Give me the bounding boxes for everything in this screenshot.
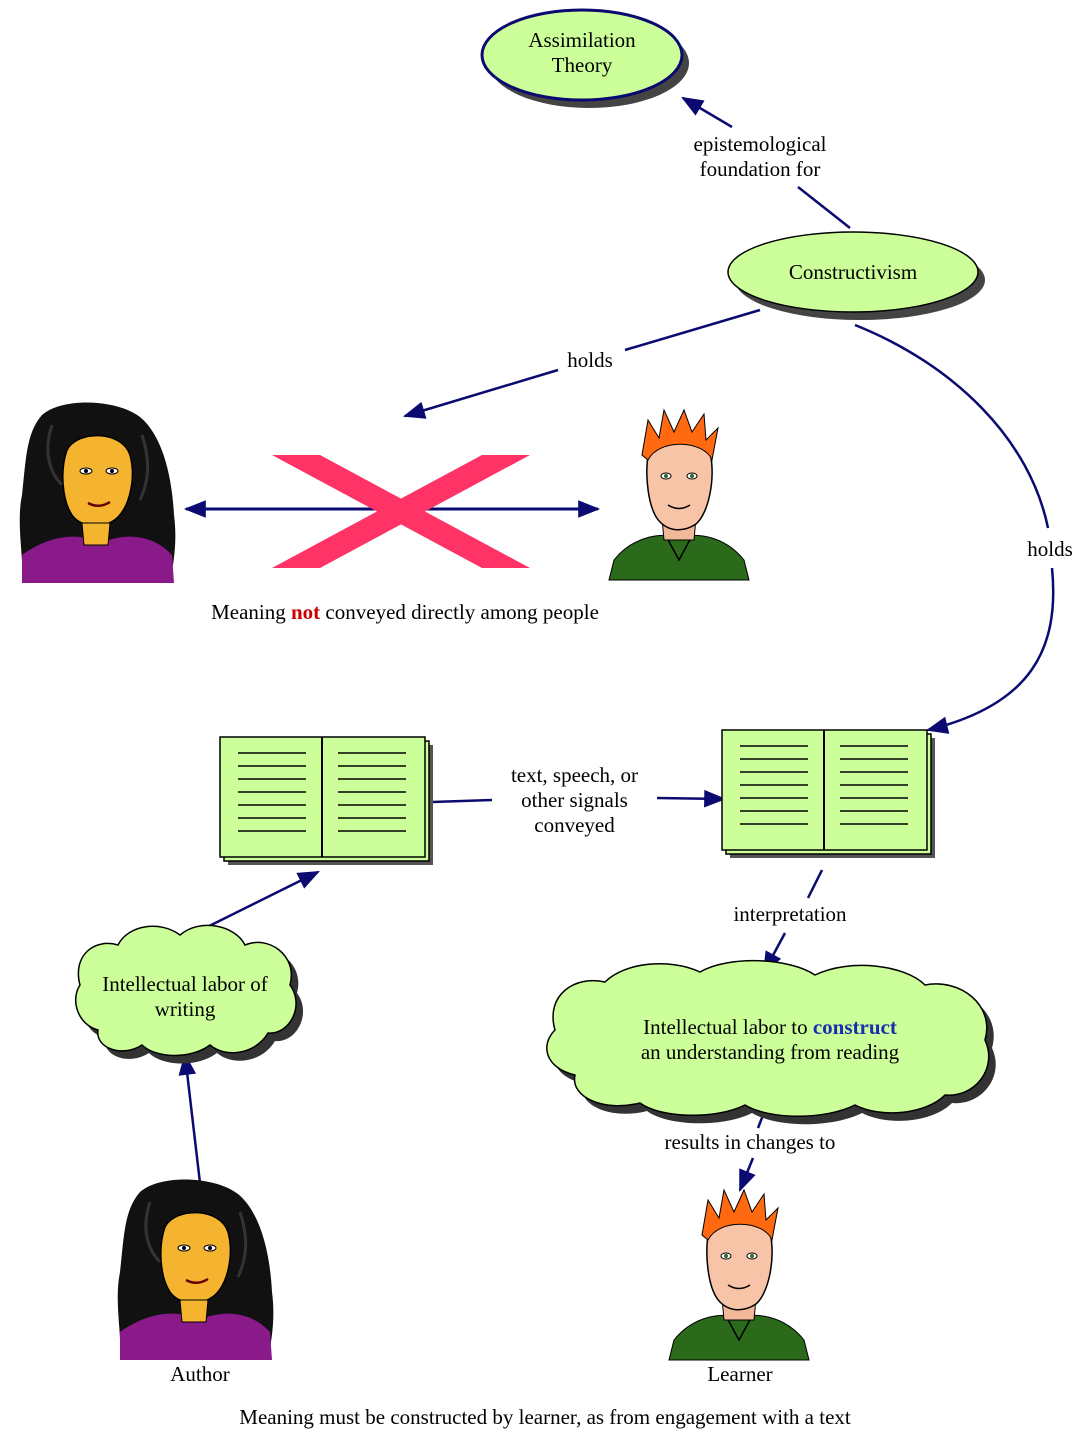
woman-person-icon <box>18 400 177 585</box>
edge-holds-left-lower <box>402 368 559 419</box>
node-labor-reading <box>546 959 996 1125</box>
caption-top: Meaning not conveyed directly among peop… <box>110 600 700 625</box>
caption-top-emphasis: not <box>290 600 321 624</box>
blocked-cross-icon <box>272 455 530 568</box>
link-results-label: results in changes to <box>664 1130 836 1154</box>
learner-caption: Learner <box>707 1362 773 1386</box>
edge-signals-left <box>431 798 493 804</box>
node-assimilation-theory-label: Assimilation Theory <box>528 28 636 77</box>
book-right-icon <box>721 729 936 859</box>
node-constructivism <box>727 231 985 320</box>
node-labor-writing-label: Intellectual labor of writing <box>102 972 268 1021</box>
link-holds-right-label: holds <box>1027 537 1073 561</box>
link-interpretation-label: interpretation <box>733 902 847 926</box>
edge-holds-right-upper <box>854 323 1050 529</box>
caption-top-pre: Meaning <box>211 600 291 624</box>
edge-signals-right <box>656 789 727 808</box>
author-person-icon <box>116 1177 275 1362</box>
node-labor-reading-label: Intellectual labor to construct an under… <box>580 1015 960 1065</box>
edge-results-lower <box>738 1157 756 1193</box>
book-left-icon <box>219 736 434 866</box>
edge-author-writing <box>178 1052 202 1184</box>
caption-top-post: conveyed directly among people <box>320 600 599 624</box>
edge-holds-right-lower <box>925 567 1055 734</box>
node-assimilation-theory <box>480 8 689 108</box>
edge-foundation-lower <box>797 186 851 229</box>
link-holds-left-label: holds <box>567 348 613 372</box>
link-foundation-label: epistemological foundation for <box>693 132 827 181</box>
edge-foundation-upper <box>681 96 733 129</box>
link-signals-label: text, speech, or other signals conveyed <box>510 763 639 837</box>
node-labor-reading-emphasis: construct <box>812 1015 897 1039</box>
node-constructivism-label: Constructivism <box>788 260 918 284</box>
edge-interp-upper <box>806 869 824 899</box>
man-person-icon <box>608 409 750 581</box>
node-labor-reading-text-pre: Intellectual labor to <box>643 1015 813 1039</box>
node-labor-reading-text-post: an understanding from reading <box>640 1040 900 1064</box>
caption-bottom: Meaning must be constructed by learner, … <box>239 1405 851 1429</box>
learner-person-icon <box>668 1189 810 1361</box>
author-caption: Author <box>170 1362 230 1386</box>
edge-holds-left-upper <box>624 308 761 352</box>
node-labor-writing <box>75 924 304 1064</box>
